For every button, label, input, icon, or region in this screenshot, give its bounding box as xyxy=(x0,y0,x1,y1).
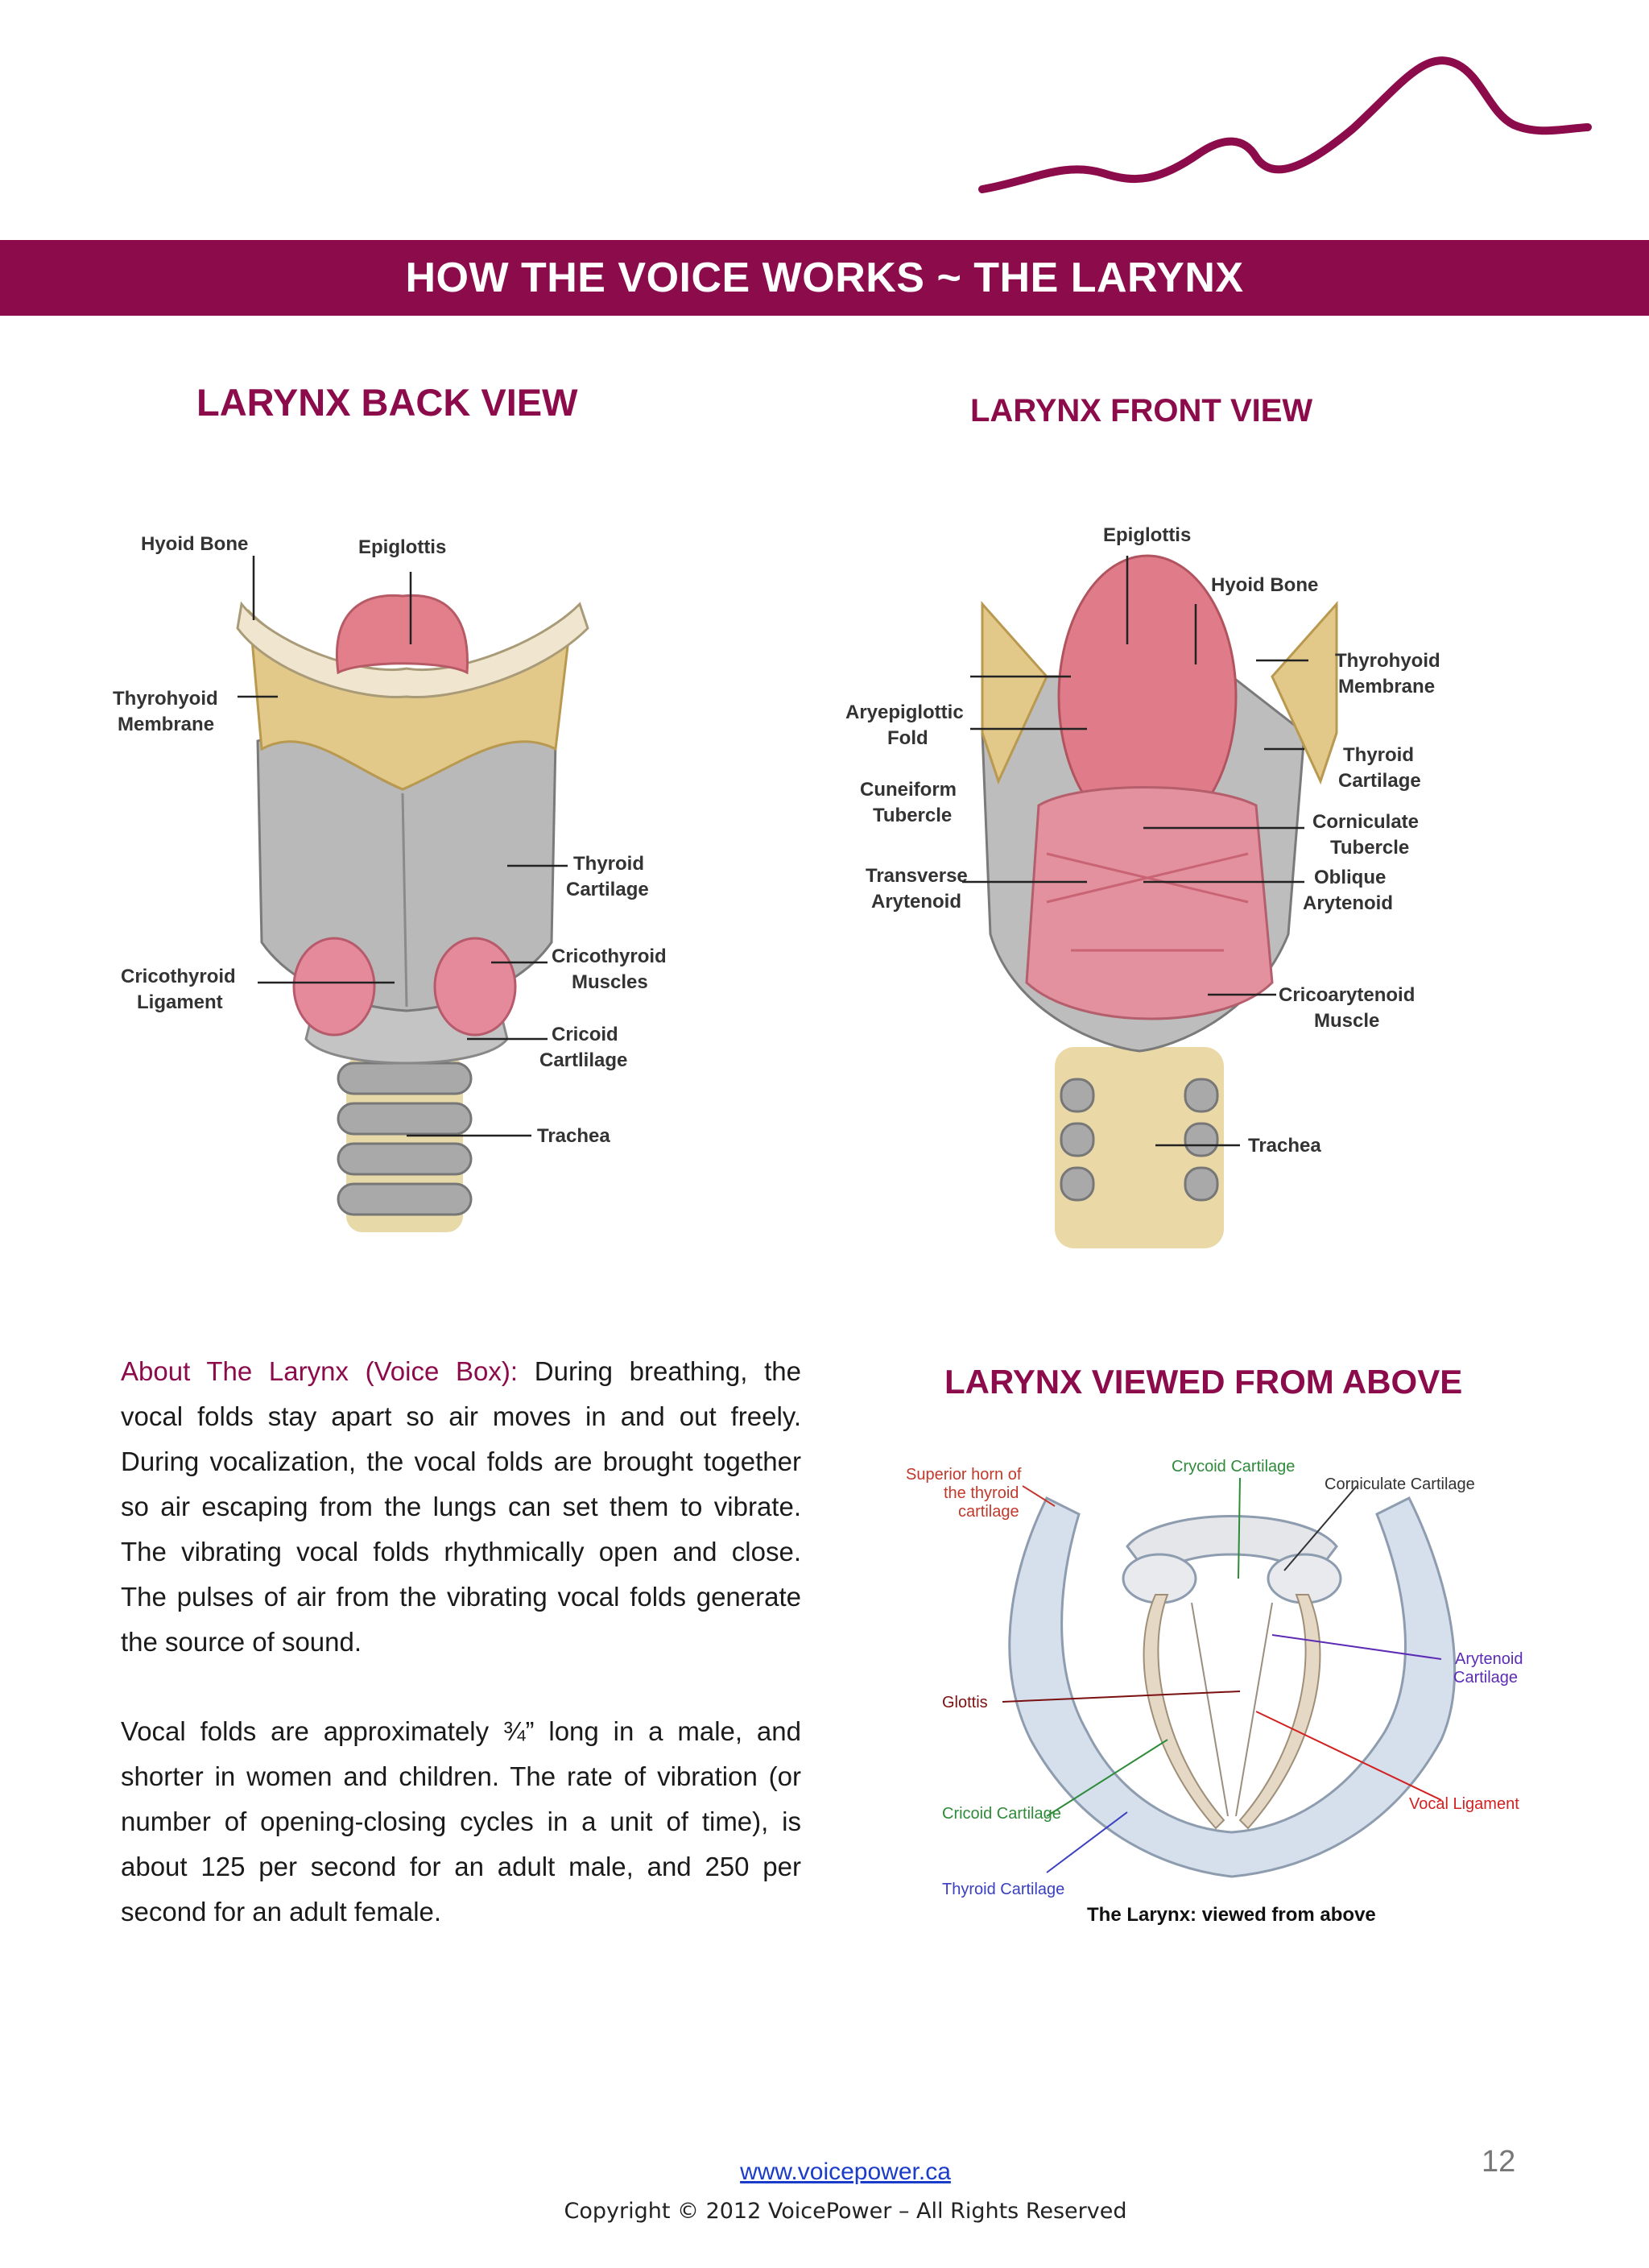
label-glottis: Glottis xyxy=(942,1694,988,1711)
label-cuneiform: Cuneiform xyxy=(860,779,957,801)
page-title: HOW THE VOICE WORKS ~ THE LARYNX xyxy=(405,255,1244,301)
website-link[interactable]: www.voicepower.ca xyxy=(740,2158,951,2185)
label-oblique: Oblique xyxy=(1314,867,1386,888)
vocal-fold-left xyxy=(1143,1594,1225,1830)
vocal-fold-right xyxy=(1238,1594,1321,1830)
label-cricoarytenoid: Cricoarytenoid xyxy=(1279,984,1415,1006)
cricothyroid-muscle-right xyxy=(433,937,517,1037)
about-paragraph-1: About The Larynx (Voice Box): During bre… xyxy=(121,1349,801,1665)
cricoid-cartilage-shape xyxy=(1126,1515,1338,1581)
label-epiglottis: Epiglottis xyxy=(358,536,446,558)
front-view-heading: LARYNX FRONT VIEW xyxy=(970,393,1313,428)
epiglottis xyxy=(336,594,469,675)
label-epiglottis: Epiglottis xyxy=(1103,524,1191,546)
above-view-heading: LARYNX VIEWED FROM ABOVE xyxy=(944,1363,1463,1401)
larynx-above-view-diagram: Superior horn of the thyroid cartilage C… xyxy=(906,1458,1523,1926)
label-thyrohyoid: Thyrohyoid xyxy=(1335,650,1440,672)
label-cricoid-cartilage: Cricoid Cartilage xyxy=(942,1805,1061,1823)
label-transverse: Transverse xyxy=(866,865,968,887)
label-thyroid-cartilage: Cartilage xyxy=(1338,770,1421,792)
label-oblique-arytenoid: Arytenoid xyxy=(1303,892,1393,914)
label-superior-horn: Superior horn of xyxy=(906,1466,1022,1484)
label-arytenoid-cartilage: Cartilage xyxy=(1453,1669,1518,1687)
label-cricoid-cartilage: Cartlilage xyxy=(539,1049,627,1071)
title-banner: HOW THE VOICE WORKS ~ THE LARYNX xyxy=(0,240,1649,316)
label-vocal-ligament: Vocal Ligament xyxy=(1409,1795,1519,1813)
label-thyroid-cartilage: Cartilage xyxy=(566,879,649,900)
trachea-rings xyxy=(1055,1047,1224,1248)
arytenoid-muscles xyxy=(1025,786,1274,1020)
label-thyroid: Thyroid xyxy=(573,853,644,875)
label-aryepiglottic: Aryepiglottic xyxy=(845,702,964,723)
label-thyroid-cartilage: Thyroid Cartilage xyxy=(942,1881,1064,1898)
about-paragraph-2: Vocal folds are approximately ¾” long in… xyxy=(121,1716,801,1927)
label-corniculate-cartilage: Corniculate Cartilage xyxy=(1325,1475,1475,1493)
label-thyrohyoid: Thyrohyoid xyxy=(113,688,218,710)
label-crycoid-cartilage: Crycoid Cartilage xyxy=(1172,1458,1295,1475)
trachea-rings xyxy=(337,1055,473,1232)
label-transverse-arytenoid: Arytenoid xyxy=(871,891,961,913)
label-trachea: Trachea xyxy=(1248,1135,1321,1157)
label-membrane: Membrane xyxy=(1338,676,1435,697)
label-cricoid: Cricoid xyxy=(552,1024,618,1045)
larynx-back-view-diagram: Hyoid Bone Epiglottis Thyrohyoid Membran… xyxy=(113,533,667,1232)
label-corniculate: Corniculate xyxy=(1312,811,1419,833)
above-view-caption: The Larynx: viewed from above xyxy=(1087,1904,1376,1926)
label-cricoarytenoid-muscle: Muscle xyxy=(1314,1010,1379,1032)
label-hyoid-bone: Hyoid Bone xyxy=(1211,574,1318,596)
label-fold: Fold xyxy=(887,727,928,749)
copyright-notice: Copyright © 2012 VoicePower – All Rights… xyxy=(564,2199,1127,2224)
label-muscles: Muscles xyxy=(572,971,648,993)
page-number: 12 xyxy=(1482,2145,1516,2179)
back-view-heading: LARYNX BACK VIEW xyxy=(196,381,578,424)
about-text-1: During breathing, the vocal folds stay a… xyxy=(121,1356,801,1657)
thyroid-cartilage-shape xyxy=(1008,1496,1457,1878)
about-lead: About The Larynx (Voice Box): xyxy=(121,1356,519,1386)
label-cuneiform-tubercle: Tubercle xyxy=(873,805,952,826)
label-the-thyroid: the thyroid xyxy=(944,1484,1019,1502)
larynx-front-view-diagram: Epiglottis Hyoid Bone Thyrohyoid Membran… xyxy=(845,524,1440,1248)
cricothyroid-muscle-left xyxy=(292,937,376,1037)
label-arytenoid: Arytenoid xyxy=(1455,1650,1523,1668)
label-thyroid: Thyroid xyxy=(1343,744,1414,766)
label-ligament: Ligament xyxy=(137,991,223,1013)
label-cricothyroid-muscles: Cricothyroid xyxy=(552,946,667,967)
label-hyoid-bone: Hyoid Bone xyxy=(141,533,248,555)
wave-logo-icon xyxy=(978,56,1592,193)
label-cricothyroid-ligament: Cricothyroid xyxy=(121,966,236,987)
label-cartilage: cartilage xyxy=(958,1503,1019,1521)
label-corniculate-tubercle: Tubercle xyxy=(1330,837,1409,859)
label-trachea: Trachea xyxy=(537,1125,610,1147)
label-membrane: Membrane xyxy=(118,714,214,735)
